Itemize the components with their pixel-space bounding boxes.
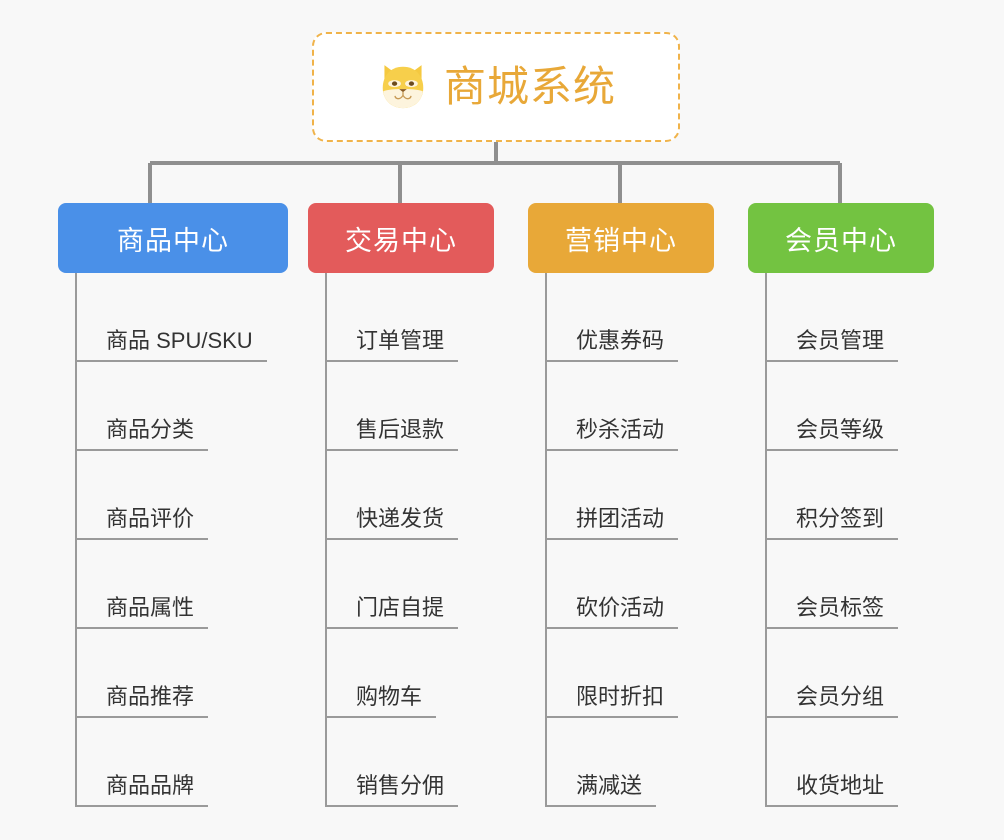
leaf-rule <box>765 716 898 718</box>
leaf-label: 商品属性 <box>106 595 195 620</box>
leaf-item[interactable]: 优惠券码 <box>528 273 714 362</box>
leaf-item[interactable]: 会员管理 <box>748 273 934 362</box>
branch-column-3: 营销中心优惠券码秒杀活动拼团活动砍价活动限时折扣满减送 <box>528 203 714 807</box>
leaf-label: 快递发货 <box>356 506 445 531</box>
leaf-rule <box>545 538 678 540</box>
leaf-item[interactable]: 砍价活动 <box>528 540 714 629</box>
leaf-label: 商品品牌 <box>106 773 195 798</box>
leaf-item[interactable]: 积分签到 <box>748 451 934 540</box>
leaf-rule <box>75 627 208 629</box>
branch-column-1: 商品中心商品 SPU/SKU 商品分类商品评价商品属性商品推荐商品品牌 <box>58 203 288 807</box>
leaf-label: 商品推荐 <box>106 684 195 709</box>
branch-spine <box>325 273 327 807</box>
leaf-label: 购物车 <box>356 684 423 709</box>
leaf-item[interactable]: 门店自提 <box>308 540 494 629</box>
leaf-item[interactable]: 售后退款 <box>308 362 494 451</box>
branch-head-3[interactable]: 营销中心 <box>528 203 714 273</box>
leaf-rule <box>765 805 898 807</box>
branch-spine <box>545 273 547 807</box>
leaf-label: 限时折扣 <box>576 684 665 709</box>
branch-head-4[interactable]: 会员中心 <box>748 203 934 273</box>
leaf-rule <box>75 805 208 807</box>
leaf-label: 售后退款 <box>356 417 445 442</box>
leaf-rule <box>75 360 267 362</box>
leaf-item[interactable]: 秒杀活动 <box>528 362 714 451</box>
leaf-item[interactable]: 商品 SPU/SKU <box>58 273 288 362</box>
branch-head-2[interactable]: 交易中心 <box>308 203 494 273</box>
leaf-rule <box>325 360 458 362</box>
leaf-label: 会员标签 <box>796 595 885 620</box>
leaf-item[interactable]: 满减送 <box>528 718 714 807</box>
leaf-rule <box>765 360 898 362</box>
leaf-rule <box>75 716 208 718</box>
leaf-item[interactable]: 会员分组 <box>748 629 934 718</box>
leaf-label: 砍价活动 <box>576 595 665 620</box>
leaf-rule <box>545 360 678 362</box>
leaf-rule <box>545 627 678 629</box>
leaf-label: 商品分类 <box>106 417 195 442</box>
branch-column-2: 交易中心订单管理售后退款快递发货门店自提购物车销售分佣 <box>308 203 494 807</box>
leaf-rule <box>325 449 458 451</box>
leaf-rule <box>545 805 656 807</box>
leaf-label: 优惠券码 <box>576 328 665 353</box>
leaf-label: 商品评价 <box>106 506 195 531</box>
leaf-item[interactable]: 商品推荐 <box>58 629 288 718</box>
branch-head-1[interactable]: 商品中心 <box>58 203 288 273</box>
branch-spine <box>765 273 767 807</box>
leaf-item[interactable]: 拼团活动 <box>528 451 714 540</box>
leaf-label: 会员等级 <box>796 417 885 442</box>
leaf-list: 会员管理会员等级积分签到会员标签会员分组收货地址 <box>748 273 934 807</box>
leaf-rule <box>325 538 458 540</box>
leaf-label: 订单管理 <box>356 328 445 353</box>
leaf-label: 秒杀活动 <box>576 417 665 442</box>
leaf-label: 收货地址 <box>796 773 885 798</box>
leaf-rule <box>75 538 208 540</box>
leaf-label: 满减送 <box>576 773 643 798</box>
leaf-label: 会员分组 <box>796 684 885 709</box>
leaf-item[interactable]: 销售分佣 <box>308 718 494 807</box>
leaf-item[interactable]: 购物车 <box>308 629 494 718</box>
leaf-rule <box>325 716 436 718</box>
leaf-label: 拼团活动 <box>576 506 665 531</box>
leaf-label: 会员管理 <box>796 328 885 353</box>
shiba-dog-icon <box>382 65 424 109</box>
leaf-item[interactable]: 商品评价 <box>58 451 288 540</box>
leaf-rule <box>75 449 208 451</box>
leaf-item[interactable]: 会员标签 <box>748 540 934 629</box>
root-title: 商城系统 <box>443 63 616 110</box>
leaf-rule <box>325 627 458 629</box>
leaf-item[interactable]: 商品品牌 <box>58 718 288 807</box>
leaf-list: 优惠券码秒杀活动拼团活动砍价活动限时折扣满减送 <box>528 273 714 807</box>
leaf-label: 销售分佣 <box>356 773 445 798</box>
branch-column-4: 会员中心会员管理会员等级积分签到会员标签会员分组收货地址 <box>748 203 934 807</box>
leaf-label: 门店自提 <box>356 595 445 620</box>
branch-spine <box>75 273 77 807</box>
leaf-label: 商品 SPU/SKU <box>106 328 253 353</box>
leaf-rule <box>765 449 898 451</box>
leaf-item[interactable]: 快递发货 <box>308 451 494 540</box>
leaf-item[interactable]: 商品分类 <box>58 362 288 451</box>
leaf-list: 商品 SPU/SKU 商品分类商品评价商品属性商品推荐商品品牌 <box>58 273 288 807</box>
leaf-rule <box>545 449 678 451</box>
leaf-rule <box>765 627 898 629</box>
leaf-item[interactable]: 订单管理 <box>308 273 494 362</box>
leaf-rule <box>765 538 898 540</box>
leaf-item[interactable]: 收货地址 <box>748 718 934 807</box>
leaf-item[interactable]: 商品属性 <box>58 540 288 629</box>
leaf-item[interactable]: 限时折扣 <box>528 629 714 718</box>
root-node[interactable]: 商城系统 <box>312 32 680 142</box>
leaf-rule <box>545 716 678 718</box>
leaf-list: 订单管理售后退款快递发货门店自提购物车销售分佣 <box>308 273 494 807</box>
leaf-item[interactable]: 会员等级 <box>748 362 934 451</box>
leaf-rule <box>325 805 458 807</box>
leaf-label: 积分签到 <box>796 506 885 531</box>
